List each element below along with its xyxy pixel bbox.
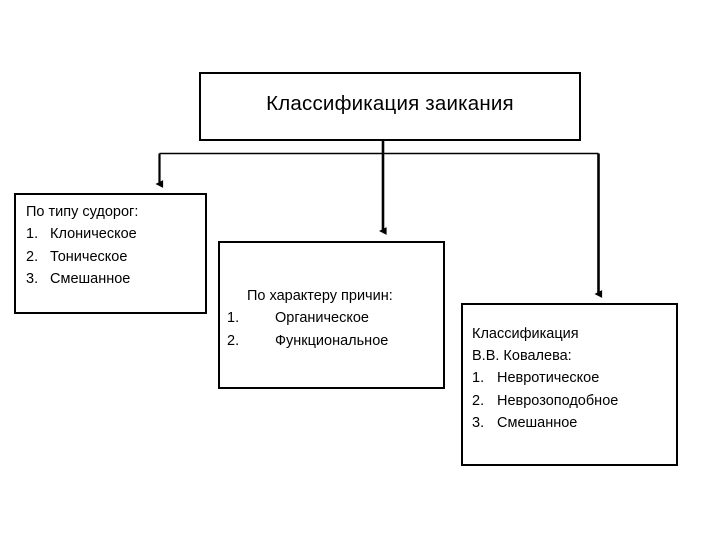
branch-heading-by-cause-character: По характеру причин:: [247, 288, 393, 304]
branch-heading-kovalev-classification: Классификация: [472, 326, 579, 342]
root-node-box: Классификация заикания: [199, 72, 581, 141]
list-item-number: 2.: [26, 248, 39, 265]
list-item-number: 1.: [26, 226, 39, 242]
list-item-label: Неврозоподобное: [497, 392, 619, 409]
list-item: 2. Неврозоподобное: [472, 390, 618, 413]
list-item: 1. Невротическое: [472, 367, 618, 390]
list-item-label: Смешанное: [497, 415, 578, 431]
list-item: 1. Клоническое: [26, 223, 137, 246]
list-item-number: 2.: [227, 332, 240, 349]
list-item-number: 1.: [472, 370, 485, 386]
page-title: Классификация заикания: [266, 92, 514, 115]
list-item: 2. Функциональное: [227, 330, 388, 353]
list-item-label: Невротическое: [497, 370, 600, 386]
list-item-label: Клоническое: [50, 226, 137, 242]
branch-content-by-convulsion-type: По типу судорог: 1. Клоническое 2. Тоничес…: [16, 195, 205, 312]
list-item-label: Смешанное: [50, 271, 131, 287]
branch-list-by-convulsion-type: 1. Клоническое 2. Тоническое 3. Смешанное: [26, 223, 137, 291]
list-item: 2. Тоническое: [26, 246, 137, 269]
list-item: 3. Смешанное: [472, 412, 618, 435]
branch-heading-by-convulsion-type: По типу судорог:: [26, 204, 139, 220]
branch-content-by-cause-character: По характеру причин: 1. Органическое 2. Фу…: [220, 243, 443, 387]
list-item-label: Органическое: [275, 310, 369, 326]
list-item-label: Функциональное: [275, 332, 389, 349]
list-item-label: Тоническое: [50, 248, 128, 265]
branch-box-by-convulsion-type: По типу судорог: 1. Клоническое 2. Тоничес…: [14, 193, 207, 314]
branch-box-kovalev-classification: Классификация В.В. Ковалева: 1. Невротиче…: [461, 303, 678, 466]
branch-box-by-cause-character: По характеру причин: 1. Органическое 2. Фу…: [218, 241, 445, 389]
list-item-number: 1.: [227, 310, 240, 326]
list-item-number: 2.: [472, 392, 485, 409]
list-item-number: 3.: [26, 271, 39, 287]
list-item-number: 3.: [472, 415, 485, 431]
branch-list-kovalev-classification: 1. Невротическое 2. Неврозоподобное 3. Смеш…: [472, 367, 618, 435]
branch-list-by-cause-character: 1. Органическое 2. Функциональное: [227, 307, 388, 352]
branch-heading-kovalev-author: В.В. Ковалева:: [472, 348, 572, 364]
list-item: 3. Смешанное: [26, 268, 137, 291]
branch-content-kovalev-classification: Классификация В.В. Ковалева: 1. Невротиче…: [463, 305, 676, 464]
list-item: 1. Органическое: [227, 307, 388, 330]
